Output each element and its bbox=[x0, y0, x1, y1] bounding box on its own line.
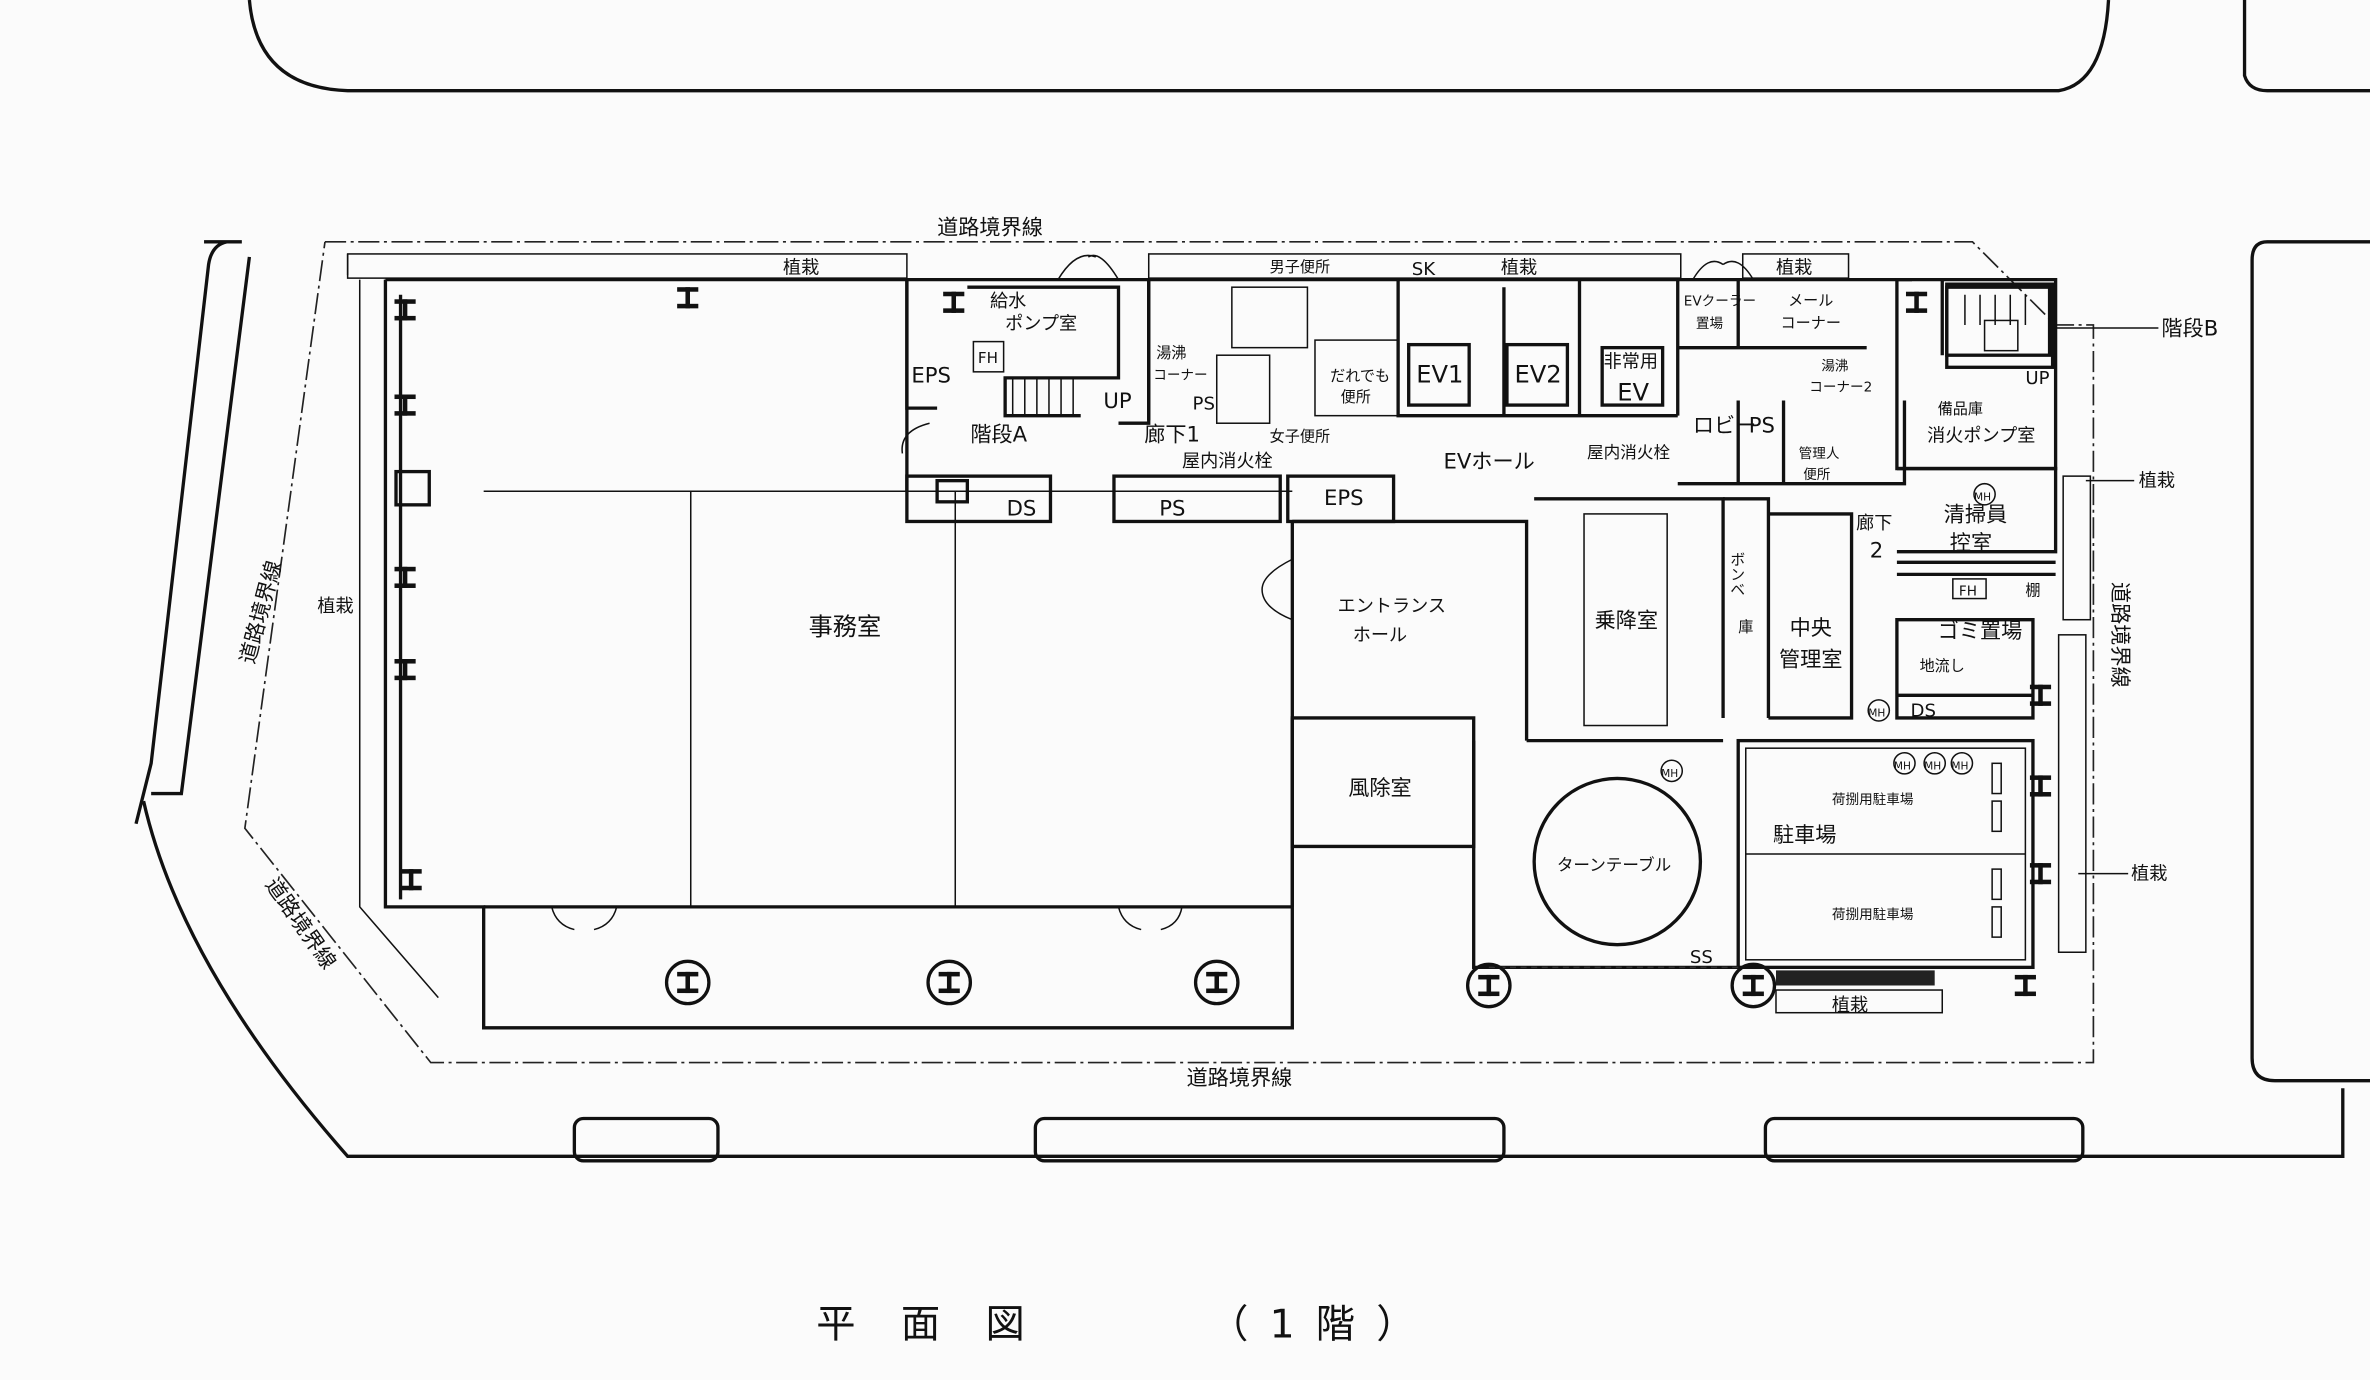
label-corridor-2-num: 2 bbox=[1870, 538, 1883, 563]
label-water-pump: 給水 bbox=[990, 291, 1026, 312]
label-loading-parking-2: 荷捌用駐車場 bbox=[1832, 907, 1914, 923]
label-kettle-2: コーナー bbox=[1153, 367, 1207, 383]
label-parking: 駐車場 bbox=[1773, 822, 1836, 847]
label-fh-2: FH bbox=[1959, 584, 1977, 600]
label-entrance-2: ホール bbox=[1353, 625, 1407, 646]
label-fire-pump: 消火ポンプ室 bbox=[1927, 425, 2035, 446]
label-fh: FH bbox=[978, 349, 998, 367]
turntable-circle bbox=[1532, 776, 1703, 947]
planting-label-4: 植栽 bbox=[317, 596, 353, 617]
label-sk: SK bbox=[1412, 259, 1437, 280]
label-cleaner-2: 控室 bbox=[1950, 530, 1992, 555]
label-storage: 備品庫 bbox=[1938, 400, 1983, 418]
room-labels: 給水 ポンプ室 FH EPS UP 階段A DS 廊下1 屋内消火栓 PS EP… bbox=[809, 258, 2219, 968]
doors bbox=[550, 254, 1754, 931]
label-boarding: 乗降室 bbox=[1595, 607, 1658, 632]
label-emergency-ev: 非常用 bbox=[1604, 351, 1658, 372]
label-womens-toilet: 女子便所 bbox=[1270, 427, 1330, 445]
label-hydrant-1: 屋内消火栓 bbox=[1182, 451, 1273, 472]
label-ds-2: DS bbox=[1911, 700, 1936, 721]
label-ev2: EV2 bbox=[1515, 360, 1562, 388]
column-icons bbox=[394, 287, 2052, 1009]
planting-label-7: 植栽 bbox=[1832, 995, 1868, 1016]
planting-label-1: 植栽 bbox=[783, 258, 819, 279]
label-turntable: ターンテーブル bbox=[1557, 855, 1671, 875]
stair-a bbox=[1011, 377, 1074, 416]
label-eps-1: EPS bbox=[911, 362, 951, 387]
label-manager-wc-2: 便所 bbox=[1803, 467, 1831, 483]
label-water-pump-2: ポンプ室 bbox=[1005, 314, 1077, 335]
label-corridor-1: 廊下1 bbox=[1144, 421, 1200, 446]
building-walls bbox=[383, 277, 2058, 1030]
label-windbreak: 風除室 bbox=[1348, 775, 1411, 800]
label-up-a: UP bbox=[1103, 388, 1131, 413]
stair-b bbox=[1945, 282, 2055, 369]
label-kettle: 湯沸 bbox=[1156, 344, 1186, 362]
label-hydrant-2: 屋内消火栓 bbox=[1587, 443, 1670, 462]
svg-text:MH: MH bbox=[1951, 760, 1968, 772]
label-kettle2-2: コーナー2 bbox=[1809, 379, 1872, 395]
label-ev1: EV1 bbox=[1416, 360, 1463, 388]
street-curbs bbox=[134, 0, 2370, 1163]
label-universal: だれでも bbox=[1330, 367, 1390, 385]
label-mail: メール bbox=[1788, 291, 1833, 309]
boundary-label-top: 道路境界線 bbox=[937, 214, 1043, 239]
svg-text:MH: MH bbox=[1924, 760, 1941, 772]
label-universal-2: 便所 bbox=[1341, 388, 1371, 406]
drawing-floor: （1階） bbox=[1209, 1303, 1436, 1348]
svg-text:MH: MH bbox=[1894, 760, 1911, 772]
label-lobby: ロビー bbox=[1693, 412, 1756, 437]
label-stair-b: 階段B bbox=[2161, 316, 2218, 341]
label-corridor-2: 廊下 bbox=[1856, 513, 1892, 534]
label-eps-2: EPS bbox=[1324, 485, 1364, 510]
drawing-title: 平面図 bbox=[816, 1303, 1070, 1348]
road-boundary-line bbox=[243, 241, 2095, 1064]
label-emergency-ev-2: EV bbox=[1617, 379, 1649, 407]
label-ss: SS bbox=[1690, 947, 1713, 968]
boundary-label-bottom: 道路境界線 bbox=[1187, 1065, 1293, 1090]
label-central: 中央 bbox=[1790, 615, 1832, 640]
label-sink: 地流し bbox=[1920, 657, 1965, 675]
boundary-label-left-lower: 道路境界線 bbox=[260, 873, 341, 974]
label-mens-toilet: 男子便所 bbox=[1270, 258, 1330, 276]
label-ps-2: PS bbox=[1193, 394, 1215, 415]
label-shelf: 棚 bbox=[2025, 582, 2040, 600]
svg-text:MH: MH bbox=[1868, 707, 1885, 719]
label-cylinder-2: 庫 bbox=[1738, 618, 1753, 636]
label-ps-1: PS bbox=[1159, 495, 1185, 520]
boundary-label-right: 道路境界線 bbox=[2108, 582, 2133, 688]
label-garbage: ゴミ置場 bbox=[1938, 618, 2023, 643]
label-cleaner: 清掃員 bbox=[1944, 501, 2007, 526]
label-up-b: UP bbox=[2025, 368, 2049, 389]
label-stair-a: 階段A bbox=[970, 421, 1027, 446]
label-ds-1: DS bbox=[1007, 495, 1037, 520]
planting-label-2: 植栽 bbox=[1501, 258, 1537, 279]
planting-label-5: 植栽 bbox=[2139, 471, 2175, 492]
label-manager-wc: 管理人 bbox=[1799, 446, 1840, 462]
boundary-label-left: 道路境界線 bbox=[235, 558, 287, 667]
svg-text:MH: MH bbox=[1661, 768, 1678, 780]
label-entrance: エントランス bbox=[1338, 596, 1446, 617]
label-ev-cooler-2: 置場 bbox=[1696, 316, 1724, 332]
planting-label-6: 植栽 bbox=[2131, 864, 2167, 885]
label-ps-3: PS bbox=[1749, 412, 1775, 437]
label-office: 事務室 bbox=[809, 613, 882, 641]
label-kettle2: 湯沸 bbox=[1821, 357, 1848, 374]
svg-text:MH: MH bbox=[1974, 491, 1991, 503]
planting-label-3: 植栽 bbox=[1776, 258, 1812, 279]
label-ev-hall: EVホール bbox=[1443, 449, 1534, 474]
manhole-symbols: MH MH MH MH MH MH bbox=[1660, 482, 1996, 783]
label-ev-cooler: EVクーラー bbox=[1684, 293, 1756, 309]
label-central-2: 管理室 bbox=[1779, 647, 1842, 672]
label-loading-parking-1: 荷捌用駐車場 bbox=[1832, 792, 1914, 808]
label-mail-2: コーナー bbox=[1781, 314, 1841, 332]
label-cylinder: ボンベ bbox=[1728, 552, 1746, 597]
